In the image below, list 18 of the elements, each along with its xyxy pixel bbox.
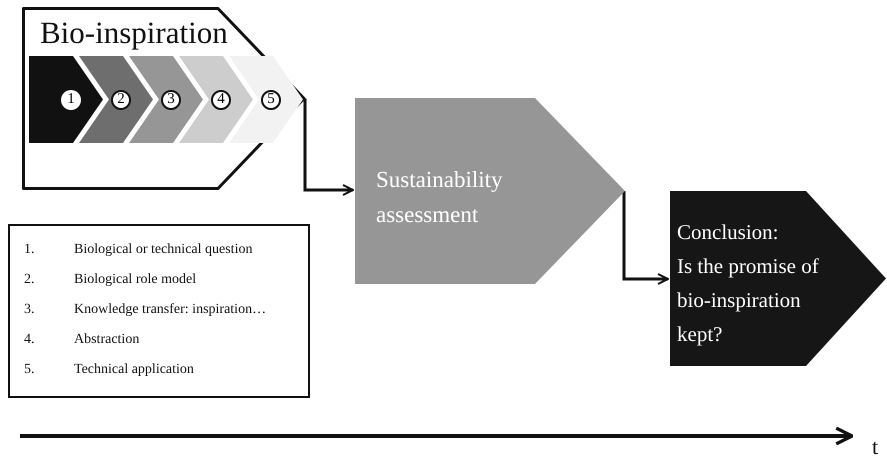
list-item-text: Biological role model — [74, 271, 198, 289]
numbered-list-box — [8, 224, 310, 398]
list-item-text: Abstraction — [74, 331, 140, 349]
list-number: 2. — [24, 271, 36, 289]
step-title: Sustainability assessment — [376, 166, 504, 229]
axis-label: t — [872, 436, 878, 458]
list-item-text: Knowledge transfer: inspiration… — [74, 301, 268, 319]
list-number: 5. — [24, 361, 36, 379]
list-item-text: Biological or technical question — [74, 241, 254, 259]
question-text: Is the promise of bio-inspiration kept? — [677, 253, 820, 348]
list-number: 4. — [24, 331, 36, 349]
list-number: 3. — [24, 301, 36, 319]
connector-arrow — [622, 191, 669, 285]
connector-arrow — [304, 98, 354, 196]
step-title: Conclusion: — [677, 219, 780, 246]
list-item-text: Technical application — [74, 361, 195, 379]
list-number: 1. — [24, 241, 36, 259]
heading: Bio-inspiration — [40, 17, 228, 48]
